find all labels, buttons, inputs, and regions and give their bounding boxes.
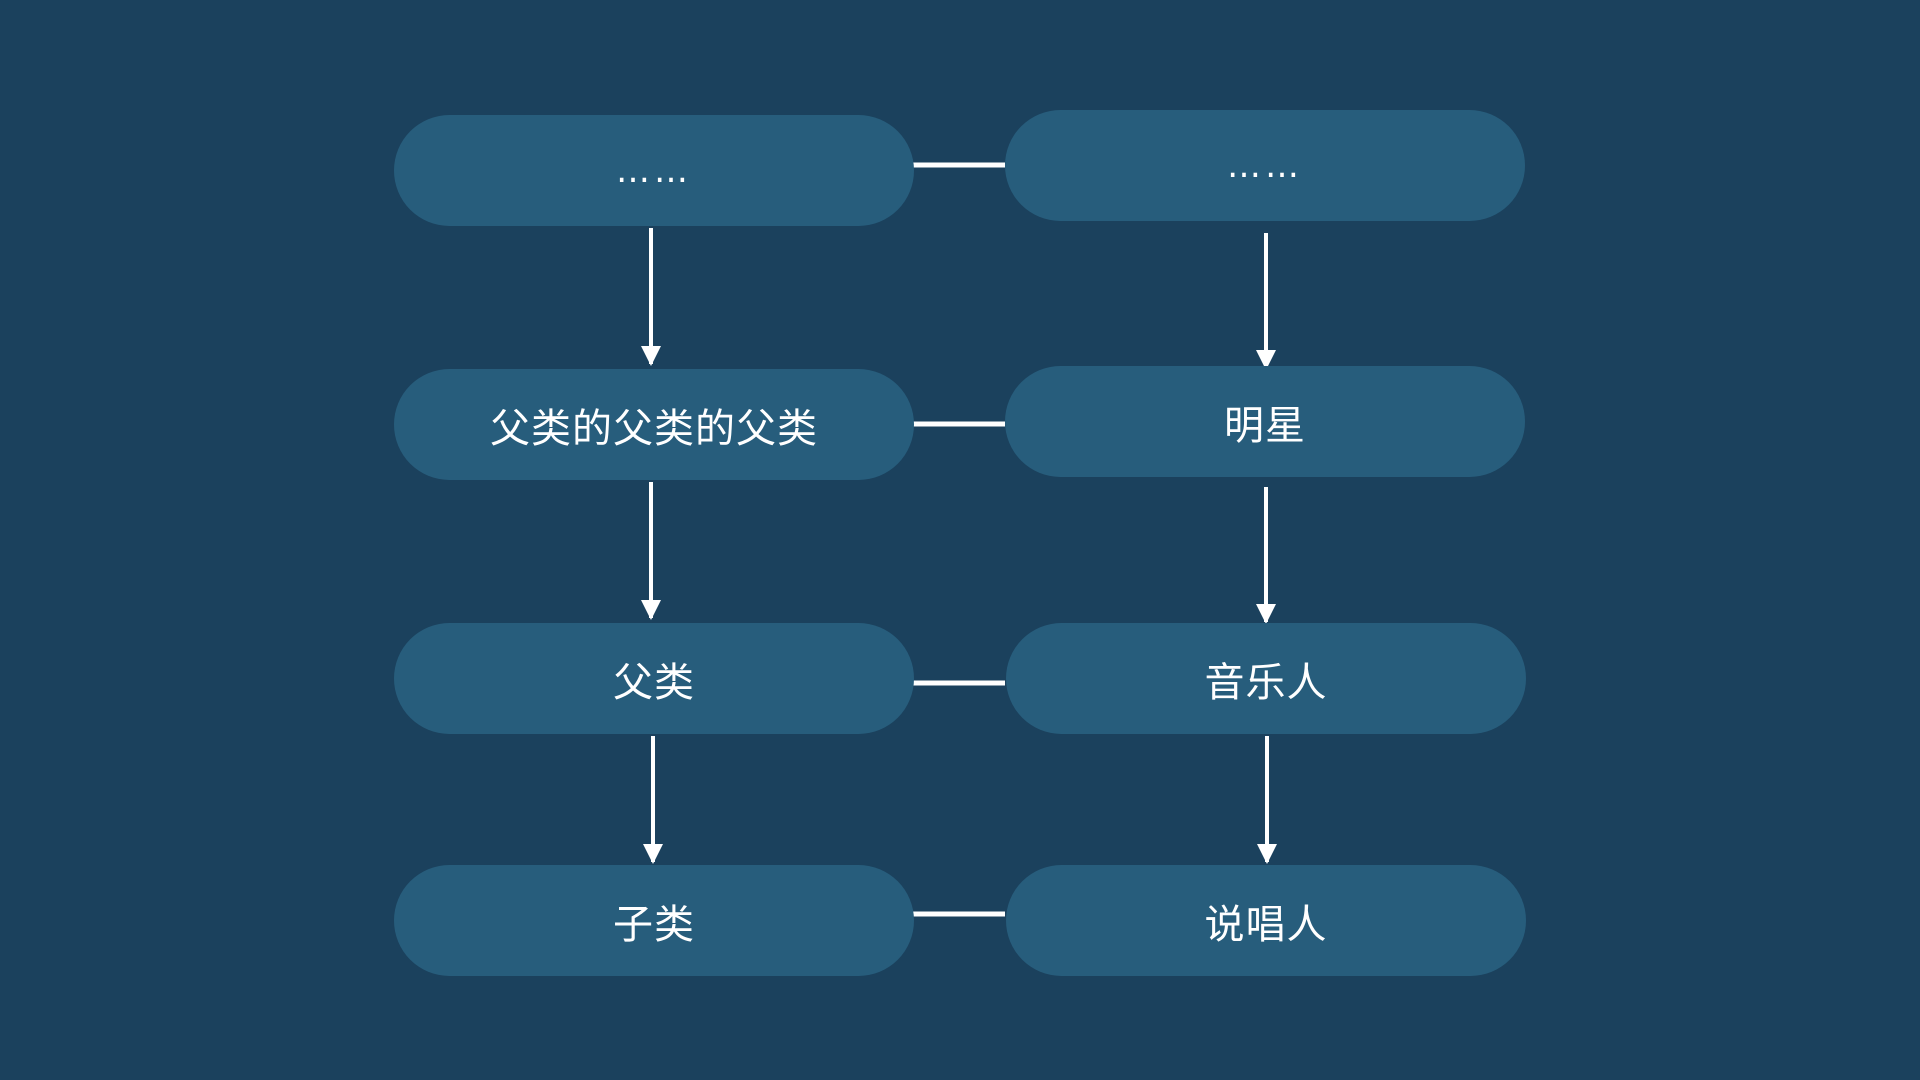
node-right-4-label: 说唱人 bbox=[1204, 901, 1328, 948]
node-right-4: 说唱人 bbox=[1006, 865, 1526, 976]
node-right-2-label: 明星 bbox=[1224, 402, 1306, 449]
node-right-1-label: …… bbox=[1227, 145, 1303, 186]
node-left-4: 子类 bbox=[394, 865, 914, 976]
node-left-1: …… bbox=[394, 115, 914, 226]
node-right-3-label: 音乐人 bbox=[1204, 659, 1328, 706]
node-right-1: …… bbox=[1005, 110, 1525, 221]
node-left-3: 父类 bbox=[394, 623, 914, 734]
node-left-2-label: 父类的父类的父类 bbox=[490, 405, 818, 452]
node-right-3: 音乐人 bbox=[1006, 623, 1526, 734]
node-right-2: 明星 bbox=[1005, 366, 1525, 477]
node-left-3-label: 父类 bbox=[613, 659, 695, 706]
node-left-1-label: …… bbox=[616, 150, 692, 191]
node-left-4-label: 子类 bbox=[613, 901, 695, 948]
node-left-2: 父类的父类的父类 bbox=[394, 369, 914, 480]
